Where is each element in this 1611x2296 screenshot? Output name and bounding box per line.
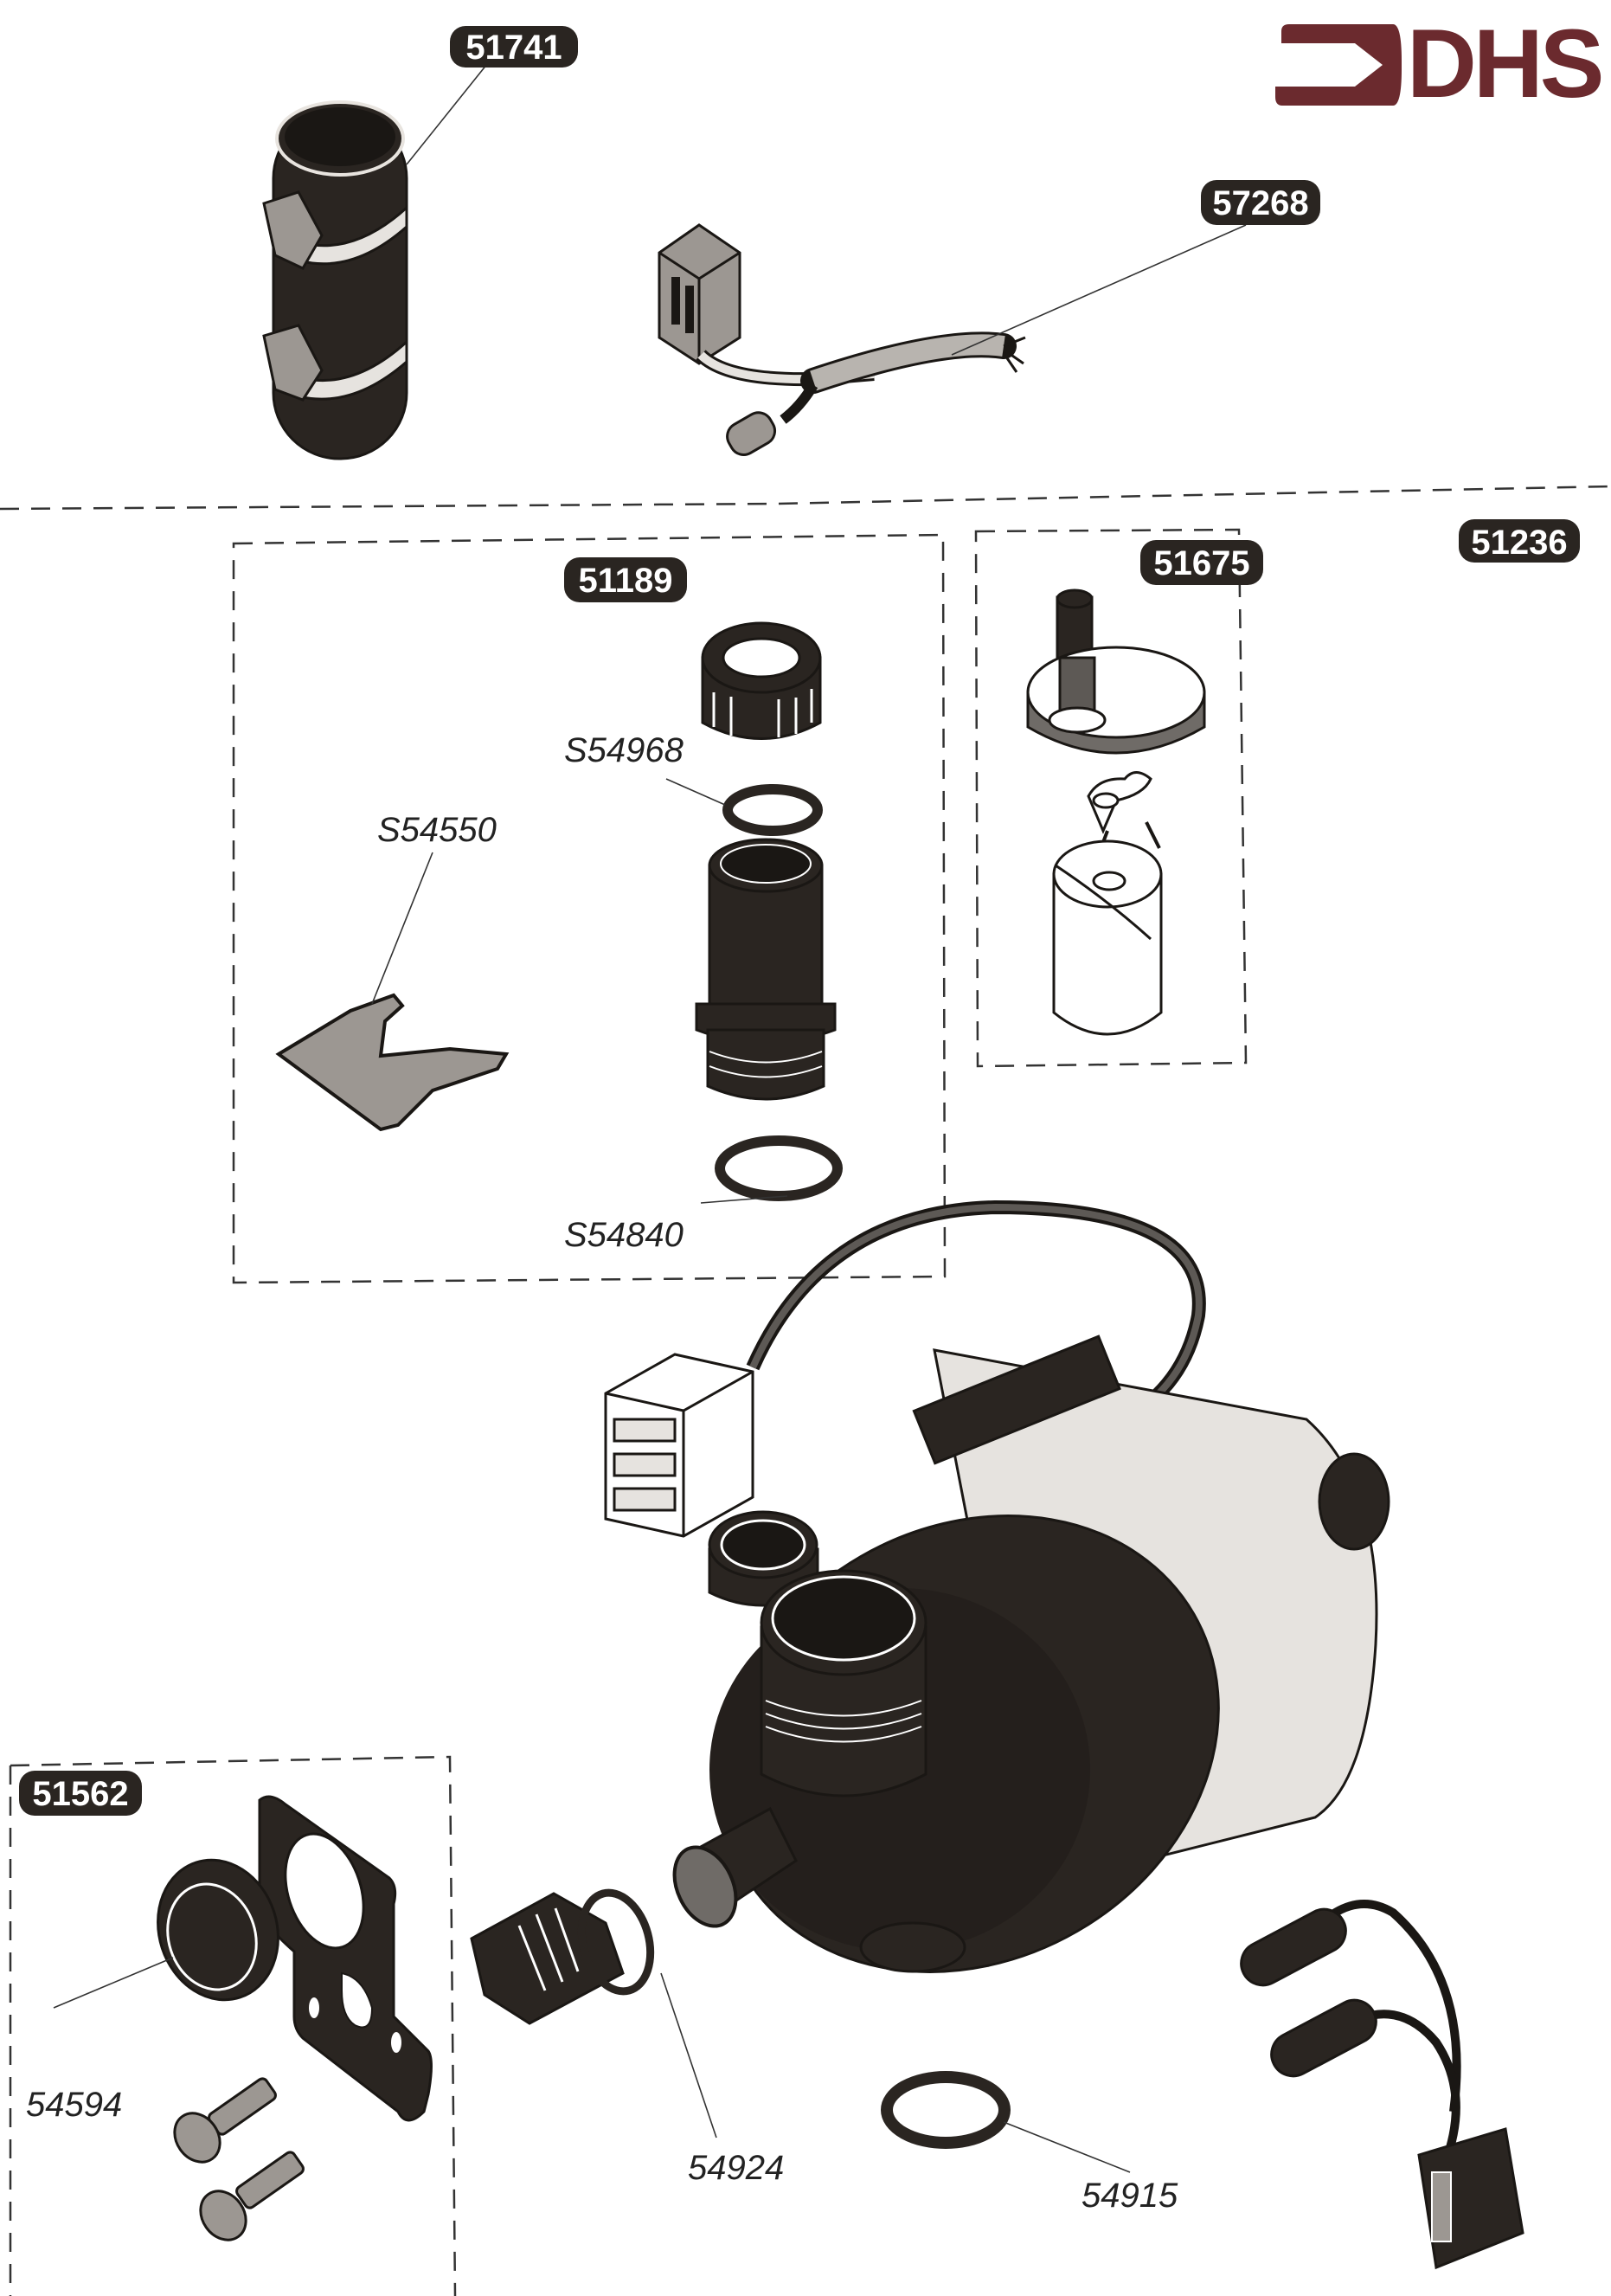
callout-57268: 57268 [1201,180,1320,225]
label-s54840: S54840 [564,1216,684,1254]
svg-text:57268: 57268 [1212,184,1308,222]
callout-51562: 51562 [19,1771,142,1816]
svg-text:51741: 51741 [465,29,562,67]
valve-kit: 51189 S54968 S54840 S54550 [232,533,947,1284]
logo-text: DHS [1407,10,1601,118]
wire-harness: 57268 [658,180,1320,456]
logo-arrow-icon [1275,24,1402,106]
callout-51741: 51741 [450,26,578,68]
label-54915: 54915 [1081,2177,1178,2215]
callout-51189: 51189 [564,557,687,602]
thermostat-kit: 51675 [974,528,1263,1068]
pump-body [604,1199,1390,1973]
section-divider [0,485,1611,511]
screw [173,2077,277,2164]
sensor-leads [1240,1900,1524,2270]
dhs-logo: DHS [1275,10,1605,118]
callout-51236: 51236 [1459,519,1580,563]
label-54924: 54924 [688,2149,784,2187]
svg-text:51675: 51675 [1153,544,1249,582]
svg-text:51562: 51562 [32,1775,128,1813]
label-s54550: S54550 [377,811,497,849]
connector-seal: 54924 [470,1888,784,2187]
svg-text:51189: 51189 [578,562,672,600]
label-s54968: S54968 [564,731,684,769]
outlet-o-ring: 54915 [881,2071,1178,2215]
hose-kit: 51741 [262,26,578,460]
screw [199,2151,305,2241]
svg-text:51236: 51236 [1471,524,1567,562]
mounting-kit: 51562 54594 [9,1755,457,2296]
label-54594: 54594 [26,2086,122,2124]
callout-51675: 51675 [1140,540,1263,585]
